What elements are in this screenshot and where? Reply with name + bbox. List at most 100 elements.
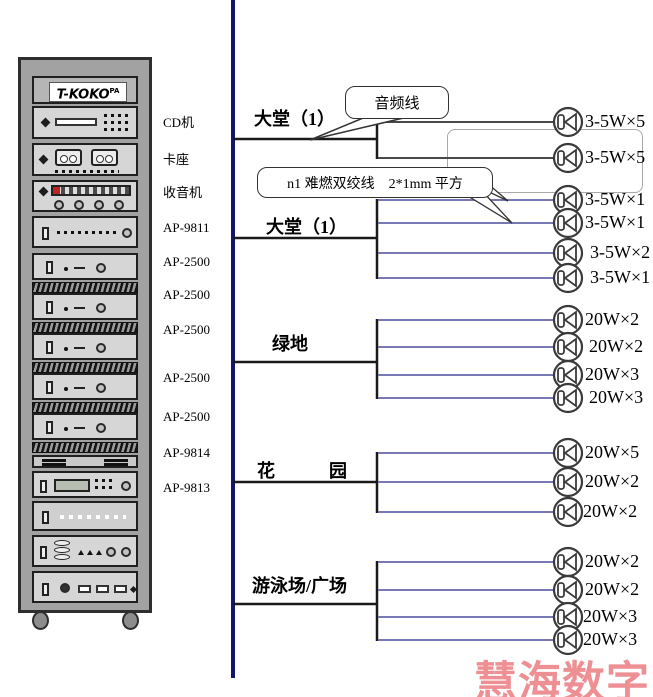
- knob-icon: [96, 423, 106, 433]
- mic-icon: [60, 583, 70, 593]
- power-switch: [42, 227, 49, 240]
- zone-label: 绿地: [272, 334, 308, 354]
- marker-icon: [96, 550, 102, 555]
- speaker-label: 20W×2: [585, 551, 640, 571]
- power-switch: [40, 480, 47, 493]
- knob-icon: [96, 383, 106, 393]
- equipment-label: AP-2500: [163, 287, 210, 302]
- speaker-icon: [552, 331, 584, 363]
- mixer-unit: [32, 535, 138, 567]
- knob-icon: [96, 303, 106, 313]
- speaker-label: 3-5W×1: [590, 267, 651, 287]
- power-switch: [46, 261, 53, 274]
- button-row: [95, 479, 115, 482]
- tuner-unit: [32, 180, 138, 212]
- equipment-label: AP-9811: [163, 220, 210, 235]
- power-switch: [46, 341, 53, 354]
- button-row: [55, 170, 119, 173]
- knob-icon: [106, 547, 116, 557]
- speaker-icon: [552, 207, 584, 239]
- preamp-unit: [32, 216, 138, 248]
- button-grid: [104, 121, 131, 124]
- speaker-label: 20W×3: [585, 364, 640, 384]
- caster-wheel: [32, 611, 49, 630]
- power-switch: [42, 583, 49, 596]
- brand-logo: T-KOKOPA: [49, 82, 127, 102]
- handle-icon: [42, 459, 66, 462]
- amplifier-unit: [32, 333, 138, 360]
- marker-icon: [87, 550, 93, 555]
- io-slot: [96, 585, 109, 593]
- speaker-label: 3-5W×2: [590, 242, 651, 262]
- power-switch: [46, 381, 53, 394]
- knob-icon: [122, 228, 132, 238]
- vent-grille: [32, 442, 138, 453]
- vent-grille: [32, 362, 138, 373]
- caster-wheel: [122, 611, 139, 630]
- cassette-window: [55, 149, 82, 166]
- knob-icon: [121, 481, 131, 491]
- speaker-icon: [552, 142, 584, 174]
- mic-panel-unit: [32, 571, 138, 603]
- cd-player-unit: [32, 106, 138, 139]
- led-icon: [64, 427, 68, 431]
- speaker-label: 20W×2: [589, 336, 644, 356]
- led-icon: [64, 387, 68, 391]
- speaker-label: 20W×2: [585, 579, 640, 599]
- led-icon: [64, 307, 68, 311]
- bus-line: [231, 0, 235, 678]
- zone-label: 花 园: [257, 461, 347, 481]
- equipment-label: AP-2500: [163, 254, 210, 269]
- button-row: [95, 486, 115, 489]
- brand-panel: T-KOKOPA: [32, 76, 138, 104]
- display-dash: [74, 347, 85, 349]
- knob-icon: [54, 200, 64, 210]
- power-switch: [46, 421, 53, 434]
- equipment-label: AP-2500: [163, 409, 210, 424]
- disc-slot: [55, 118, 97, 126]
- equipment-label: AP-2500: [163, 322, 210, 337]
- power-switch: [46, 301, 53, 314]
- vent-oval: [54, 547, 70, 553]
- speaker-label: 3-5W×5: [585, 111, 646, 131]
- amplifier-unit: [32, 413, 138, 440]
- led-icon: [64, 267, 68, 271]
- knob-icon: [96, 343, 106, 353]
- brand-mark: PA: [109, 87, 120, 95]
- speaker-icon: [552, 304, 584, 336]
- speaker-label: 20W×5: [585, 442, 640, 462]
- handle-icon: [104, 463, 128, 466]
- io-slot: [114, 585, 127, 593]
- zone-label: 大堂（1）: [254, 109, 335, 129]
- vent-grille: [32, 322, 138, 333]
- display-dash: [74, 307, 85, 309]
- button-row: [57, 231, 117, 234]
- knob-icon: [94, 200, 104, 210]
- zone-label: 游泳场/广场: [252, 576, 348, 596]
- cassette-window: [91, 149, 118, 166]
- vent-oval: [54, 540, 70, 546]
- tuner-scale: [51, 185, 131, 196]
- speaker-label: 3-5W×5: [585, 147, 646, 167]
- zone-label: 大堂（1）: [266, 217, 347, 237]
- power-switch: [40, 546, 47, 559]
- display-dash: [74, 267, 85, 269]
- vent-grille: [32, 402, 138, 413]
- io-slot: [78, 585, 91, 593]
- speaker-icon: [552, 382, 584, 414]
- knob-icon: [96, 263, 106, 273]
- display-unit: [32, 471, 138, 498]
- equipment-label: AP-9814: [163, 445, 210, 460]
- speaker-icon: [552, 437, 584, 469]
- handle-icon: [104, 459, 128, 462]
- watermark-text: 慧海数字: [474, 658, 650, 697]
- power-switch: [42, 511, 49, 524]
- button-grid: [104, 114, 131, 117]
- lcd-display: [54, 479, 90, 492]
- brand-text: T-KOKO: [56, 87, 110, 103]
- selector-unit: [32, 501, 138, 531]
- equipment-label: AP-9813: [163, 480, 210, 495]
- equipment-label: AP-2500: [163, 370, 210, 385]
- handle-icon: [42, 463, 66, 466]
